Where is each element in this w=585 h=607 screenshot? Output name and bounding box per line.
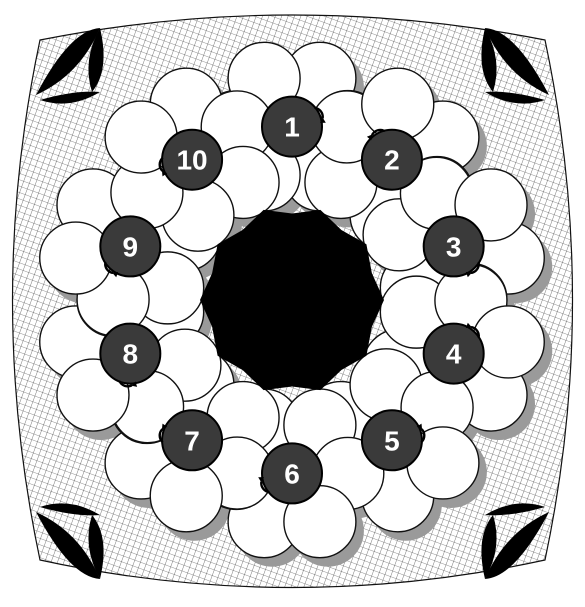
pin-number: 8 <box>123 339 139 370</box>
pin-2[interactable]: 2 <box>362 130 422 190</box>
petal-cell <box>472 306 544 378</box>
pin-number: 4 <box>446 339 462 370</box>
pin-number: 1 <box>284 112 300 143</box>
pin-number: 9 <box>123 231 139 262</box>
pin-9[interactable]: 9 <box>100 216 160 277</box>
pin-number: 10 <box>176 145 207 176</box>
pin-number: 6 <box>284 458 300 489</box>
pin-4[interactable]: 4 <box>424 323 484 384</box>
pin-number: 2 <box>384 145 400 176</box>
petal-cell <box>40 222 112 294</box>
pin-number: 3 <box>446 231 462 262</box>
pin-number: 5 <box>384 425 400 456</box>
pin-number: 7 <box>184 425 200 456</box>
pin-3[interactable]: 3 <box>424 216 484 277</box>
